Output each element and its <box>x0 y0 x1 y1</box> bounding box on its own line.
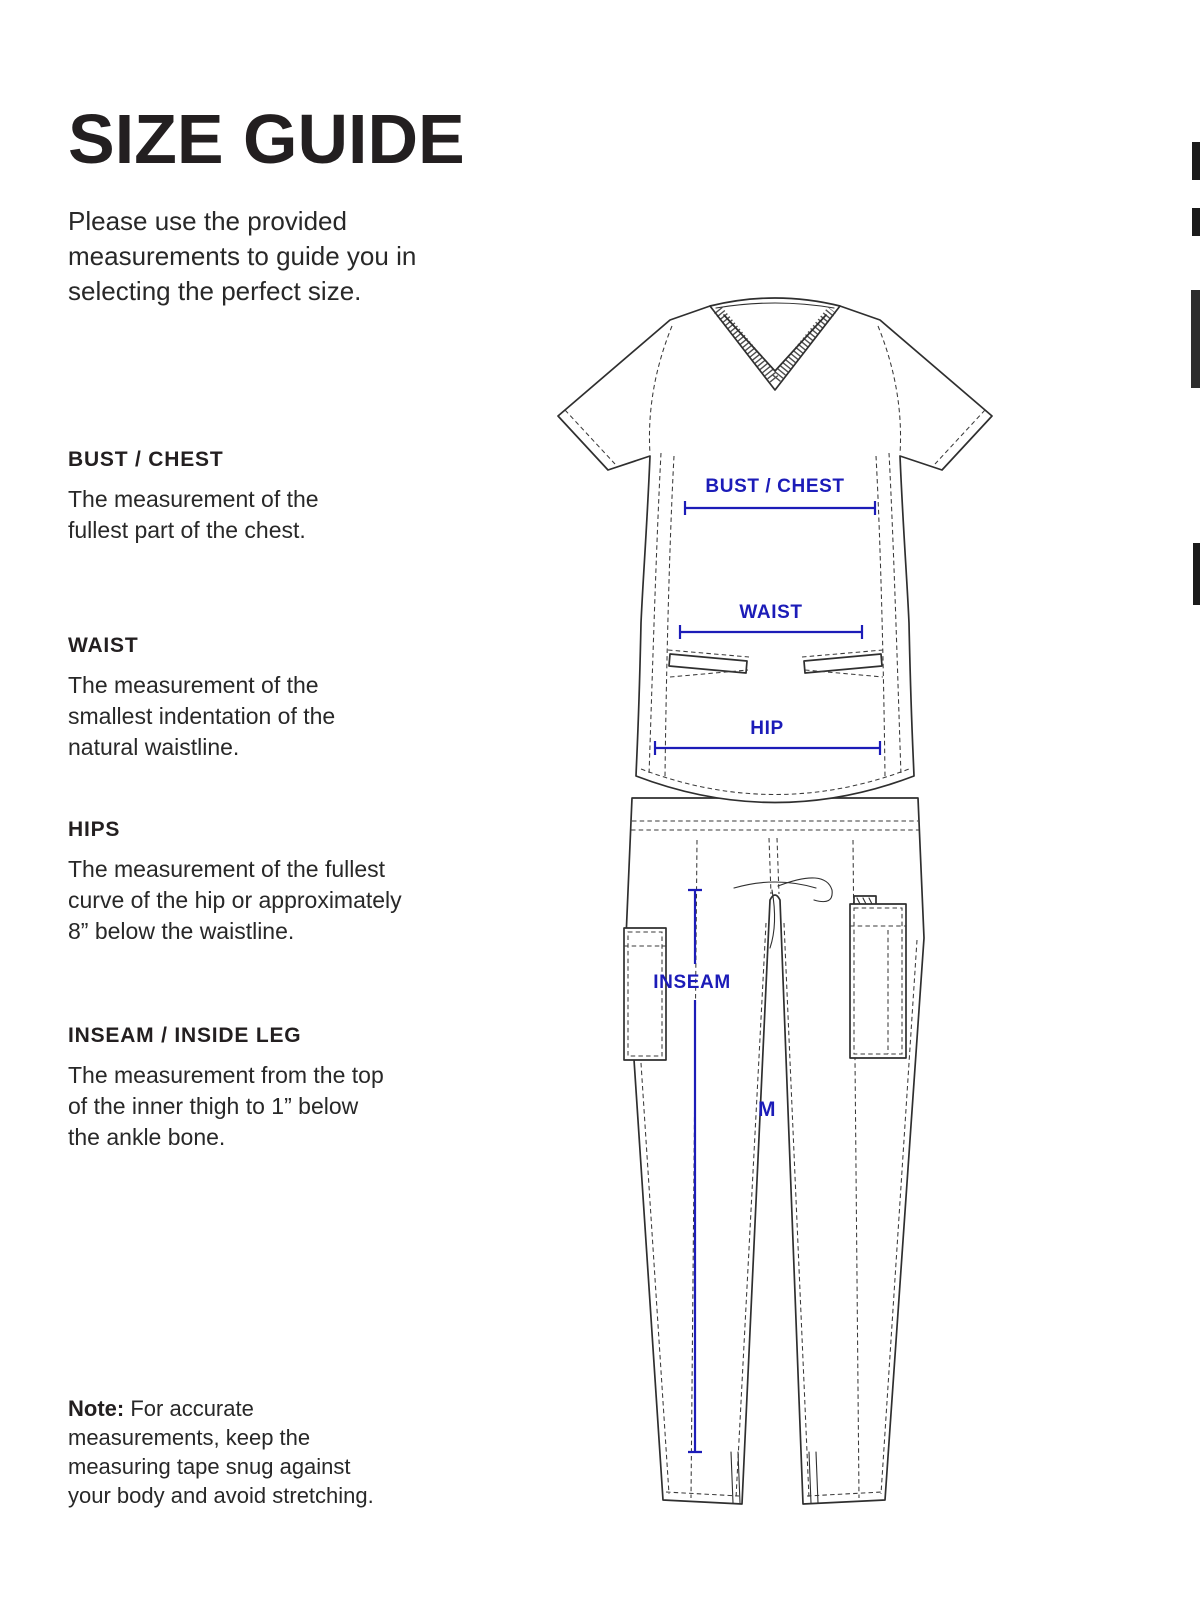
inseam-measure-label: INSEAM <box>653 972 731 993</box>
left-cargo-pocket <box>623 927 667 1061</box>
section-waist: WAIST The measurement of the smallest in… <box>68 634 548 763</box>
note-text: Note: For accurate measurements, keep th… <box>68 1394 548 1510</box>
hip-measure-label: HIP <box>750 718 783 739</box>
edge-artifact <box>1192 142 1200 180</box>
section-hips: HIPS The measurement of the fullest curv… <box>68 818 548 947</box>
note-label: Note: <box>68 1396 125 1421</box>
edge-artifact <box>1193 543 1200 605</box>
section-inseam: INSEAM / INSIDE LEG The measurement from… <box>68 1024 548 1153</box>
note-body: For accurate measurements, keep the meas… <box>68 1396 374 1508</box>
inseam-measurement: INSEAM <box>653 888 731 1454</box>
front-pockets <box>667 649 884 678</box>
intro-text: Please use the provided measurements to … <box>68 206 417 306</box>
waist-measurement: WAIST <box>678 602 864 639</box>
bust-measure-label: BUST / CHEST <box>705 476 844 497</box>
section-body: The measurement of the fullest part of t… <box>68 486 319 543</box>
section-body: The measurement of the smallest indentat… <box>68 672 336 760</box>
section-body: The measurement of the fullest curve of … <box>68 856 402 944</box>
hip-measurement: HIP <box>653 718 882 755</box>
scrub-top-drawing <box>557 297 993 804</box>
section-body: The measurement from the top of the inne… <box>68 1062 384 1150</box>
section-bust-chest: BUST / CHEST The measurement of the full… <box>68 448 548 546</box>
v-neck-collar <box>709 302 841 391</box>
section-heading: WAIST <box>68 634 139 657</box>
pants-drawing <box>623 797 925 1505</box>
right-cargo-pocket <box>849 895 907 1059</box>
size-letter-label: M <box>758 1098 776 1121</box>
bust-measurement: BUST / CHEST <box>683 476 877 515</box>
edge-artifact <box>1192 208 1200 236</box>
section-heading: BUST / CHEST <box>68 448 224 471</box>
edge-artifact <box>1191 290 1200 388</box>
section-heading: INSEAM / INSIDE LEG <box>68 1024 302 1047</box>
scrubs-technical-drawing: BUST / CHEST WAIST HIP INSEAM M <box>557 297 993 1505</box>
garment-diagram: BUST / CHEST WAIST HIP INSEAM M <box>520 278 1020 1548</box>
page-title: SIZE GUIDE <box>68 99 465 178</box>
waist-measure-label: WAIST <box>739 602 802 623</box>
section-heading: HIPS <box>68 818 121 841</box>
